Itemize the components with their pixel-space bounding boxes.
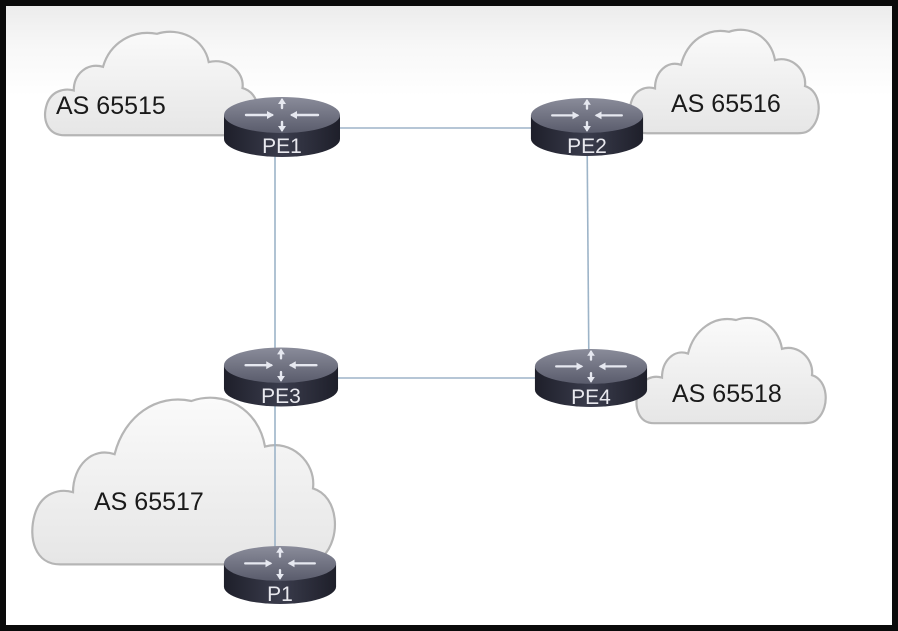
cloud-as65518: AS 65518 (635, 316, 828, 425)
router-label-pe2: PE2 (567, 135, 607, 158)
cloud-label-as65518: AS 65518 (672, 380, 782, 408)
cloud-label-as65515: AS 65515 (56, 92, 166, 120)
router-label-pe4: PE4 (571, 386, 611, 409)
router-pe3[interactable]: PE3 (222, 346, 340, 409)
cloud-icon (32, 398, 335, 565)
router-pe2[interactable]: PE2 (529, 96, 645, 158)
cloud-as65516: AS 65516 (628, 28, 821, 135)
router-label-pe3: PE3 (261, 385, 301, 408)
links-layer (274, 127, 590, 379)
link-pe2-pe4 (586, 127, 590, 379)
router-p1[interactable]: P1 (222, 544, 338, 606)
cloud-as65515: AS 65515 (43, 30, 260, 137)
cloud-label-as65516: AS 65516 (671, 90, 781, 118)
router-pe4[interactable]: PE4 (533, 347, 649, 409)
cloud-as65517: AS 65517 (32, 398, 335, 565)
router-label-pe1: PE1 (262, 135, 302, 158)
cloud-label-as65517: AS 65517 (94, 488, 204, 516)
router-label-p1: P1 (267, 583, 293, 606)
router-pe1[interactable]: PE1 (222, 95, 342, 159)
